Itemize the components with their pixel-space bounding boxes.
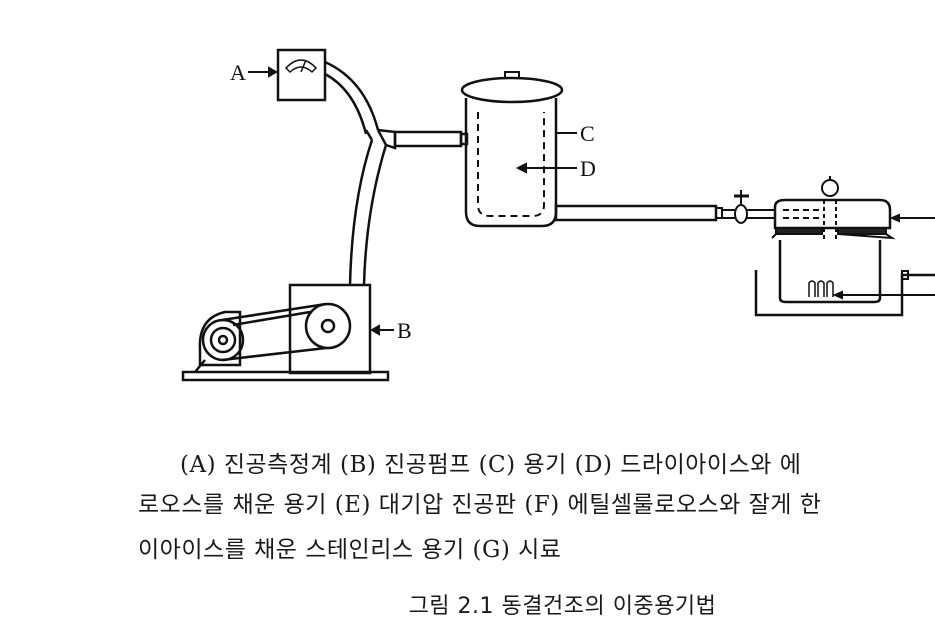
caption-line-1: (A) 진공측정계 (B) 진공펌프 (C) 용기 (D) 드라이아이스와 에 — [180, 452, 802, 478]
connecting-tube — [554, 204, 718, 222]
vacuum-pump — [181, 283, 390, 382]
container-c — [460, 71, 564, 228]
label-d: D — [580, 156, 596, 181]
caption-line-2: 로오스를 채운 용기 (E) 대기압 진공판 (F) 에틸셀룰로오스와 잘게 한 — [138, 492, 822, 518]
stopcock-valve — [734, 190, 749, 224]
label-a: A — [230, 60, 246, 85]
freeze-drying-apparatus-diagram: A C D — [181, 48, 935, 382]
caption-line-3: 이아이스를 채운 스테인리스 용기 (G) 시료 — [138, 537, 562, 563]
label-c: C — [580, 121, 595, 146]
vacuum-hose — [324, 60, 469, 286]
vacuum-gauge — [276, 48, 327, 102]
vacuum-chamber — [754, 176, 935, 317]
label-b: B — [397, 318, 412, 343]
figure-title: 그림 2.1 동결건조의 이중용기법 — [408, 594, 717, 619]
